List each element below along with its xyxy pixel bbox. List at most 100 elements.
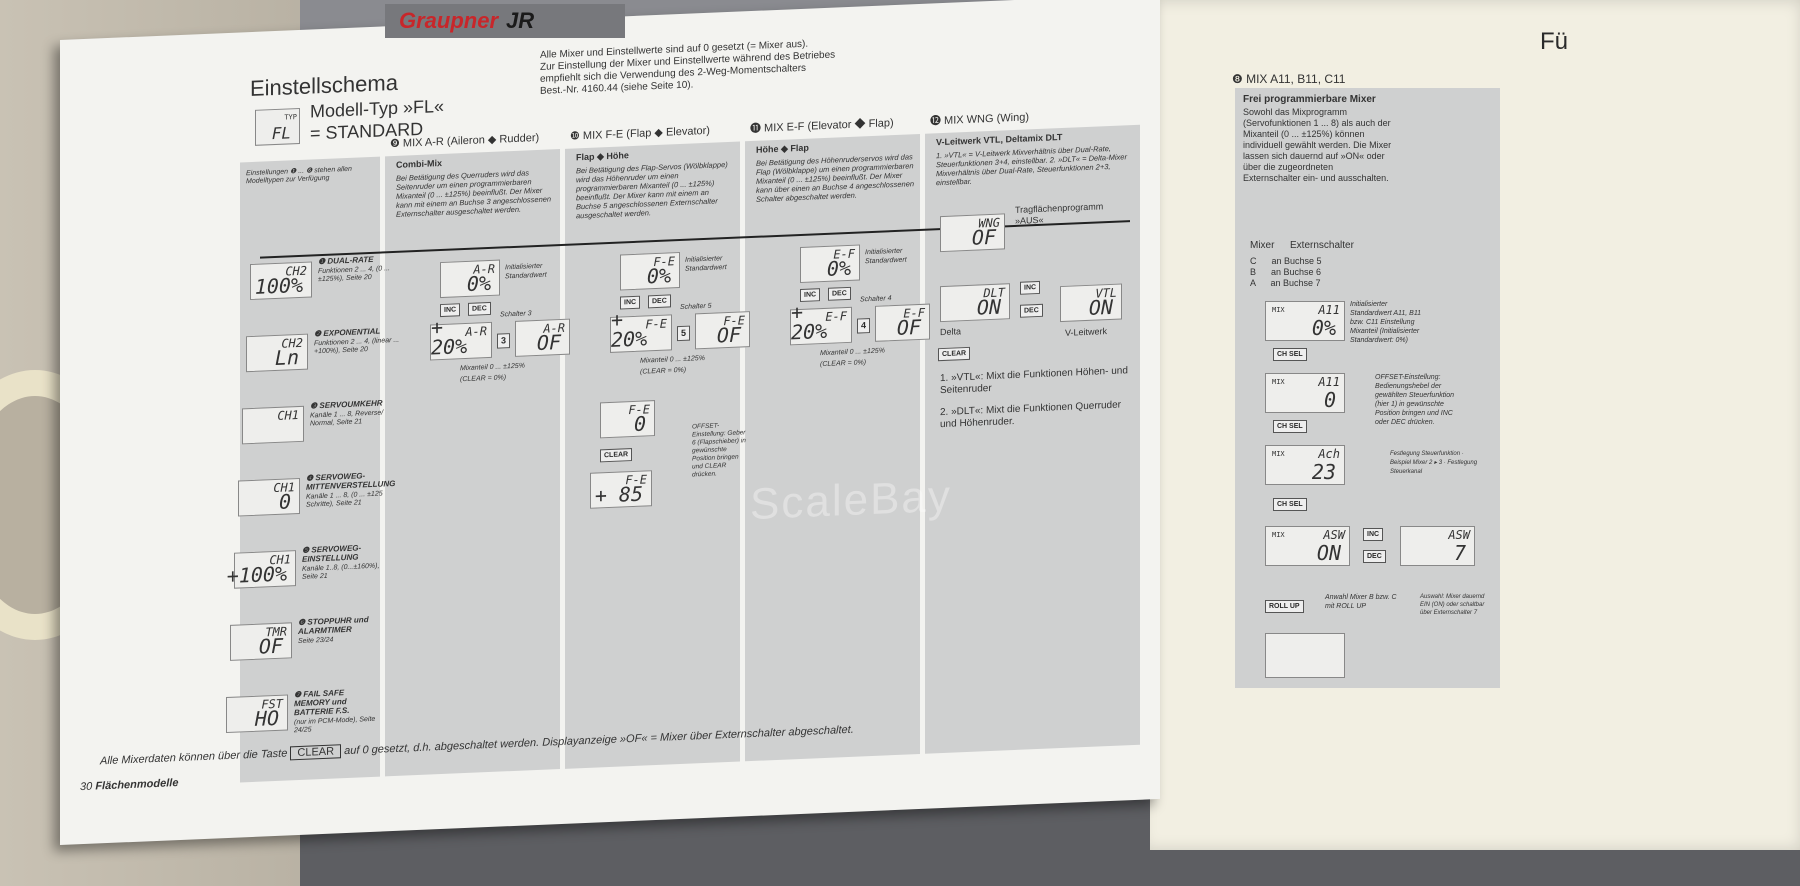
lcd-value: + 20%	[431, 314, 468, 360]
dec-button[interactable]: DEC	[828, 286, 851, 301]
graupner-logo: Graupner JR	[385, 4, 625, 38]
section-text: Bei Betätigung des Querruders wird das S…	[396, 168, 552, 219]
lcd-display: A-R+ 20%	[430, 315, 492, 361]
dec-button[interactable]: DEC	[1020, 303, 1043, 318]
lcd-display: CH1+100%	[227, 550, 296, 589]
inc-button[interactable]: INC	[440, 303, 461, 318]
note: Einstellungen ❶ ... ❻ stehen allen Model…	[246, 165, 352, 186]
rollup-button[interactable]: ROLL UP	[1265, 600, 1304, 613]
init-label: Initialisierter Standardwert	[505, 262, 547, 281]
corner-text: Fü	[1540, 28, 1569, 55]
dec-button[interactable]: DEC	[648, 294, 671, 309]
clear-note: (CLEAR = 0%)	[820, 359, 867, 369]
section-sub: Flap ◆ Höhe	[576, 150, 629, 163]
section-text: Bei Betätigung des Flap-Servos (Wölbklap…	[576, 160, 728, 221]
section-head: ❿ MIX F-E (Flap ◆ Elevator)	[570, 124, 710, 143]
setting-desc: Kanäle 1 ... 8, (0 ... ±125 Schritte), S…	[306, 490, 383, 509]
note: Anwahl Mixer B bzw. C mit ROLL UP	[1325, 594, 1397, 610]
setting-label: ❺ SERVOWEG-EINSTELLUNG	[302, 543, 362, 564]
inc-button[interactable]: INC	[800, 288, 821, 302]
label: V-Leitwerk	[1065, 326, 1108, 338]
setting-label: ❹ SERVOWEG-MITTENVERSTELLUNG	[306, 471, 396, 492]
clear-note: (CLEAR = 0%)	[640, 366, 687, 376]
clear-button[interactable]: CLEAR	[938, 346, 971, 362]
lcd-display: F-E+ 20%	[610, 307, 672, 353]
lcd-display: E-F+ 20%	[790, 300, 852, 346]
chsel-button[interactable]: CH SEL	[1273, 420, 1307, 433]
offset-note: OFFSET-Einstellung: Geber 6 (Flapschiebe…	[692, 422, 746, 479]
clear-button[interactable]: CLEAR	[600, 448, 633, 463]
note: Initialisierter Standardwert A11, B11 bz…	[1350, 301, 1422, 344]
watermark: ScaleBay	[750, 471, 952, 530]
intro-text: Alle Mixer und Einstellwerte sind auf 0 …	[540, 38, 836, 97]
dec-button[interactable]: DEC	[468, 301, 491, 316]
page-title: Einstellschema	[250, 69, 398, 102]
switch-label: Schalter 3	[500, 310, 532, 319]
lcd-value: OF	[258, 633, 283, 659]
setting-label: ❻ STOPPUHR und ALARMTIMER	[298, 615, 369, 637]
label: Delta	[940, 326, 962, 338]
mix-panel: Frei programmierbare Mixer Sowohl das Mi…	[1235, 88, 1500, 688]
inc-button[interactable]: INC	[1020, 280, 1041, 295]
lcd-value: OF	[716, 322, 741, 348]
note: Tragflächenprogramm »AUS«	[1015, 201, 1104, 226]
switch-label: Schalter 5	[680, 302, 712, 312]
note: OFFSET-Einstellung: Bedienungshebel der …	[1375, 374, 1454, 426]
lcd-display: CH1	[242, 405, 304, 445]
lcd-value: 0%	[466, 270, 491, 296]
lcd-value: HO	[254, 705, 279, 731]
section-sub: Höhe ◆ Flap	[756, 142, 809, 155]
lcd-value: 0	[633, 411, 646, 436]
page-footer: 30 Flächenmodelle	[80, 777, 179, 794]
lcd-value: 0	[278, 489, 291, 514]
chsel-button[interactable]: CH SEL	[1273, 498, 1307, 511]
logo-brand: Graupner	[399, 8, 499, 33]
lcd-value: OF	[536, 330, 561, 356]
note: Auswahl: Mixer dauernd EIN (ON) oder sch…	[1420, 594, 1485, 616]
lcd-value: + 20%	[791, 299, 828, 345]
table-head: Mixer	[1250, 240, 1275, 251]
init-label: Initialisierter Standardwert	[865, 247, 907, 266]
subtitle: Modell-Typ »FL«	[310, 95, 445, 122]
right-page: Fü ❽ MIX A11, B11, C11 Frei programmierb…	[1150, 0, 1800, 850]
lcd-value: + 20%	[611, 307, 648, 352]
lcd-display	[1265, 633, 1345, 678]
section-head: ❽ MIX A11, B11, C11	[1232, 72, 1346, 86]
lcd-top: CH1	[277, 407, 299, 423]
lcd-value: +100%	[226, 561, 287, 589]
switch-box: 4	[857, 318, 871, 334]
section-head: ⓫ MIX E-F (Elevator ◆ Flap)	[750, 117, 894, 136]
setting-label: ❼ FAIL SAFE MEMORY und BATTERIE F.S.	[294, 688, 350, 718]
section-text: Sowohl das Mixprogramm (Servofunktionen …	[1243, 107, 1392, 183]
mix-ef-panel	[745, 133, 920, 762]
section-text: Bei Betätigung des Höhenruderservos wird…	[756, 152, 915, 204]
inc-button[interactable]: INC	[620, 295, 641, 310]
setting-block: ❼ FAIL SAFE MEMORY und BATTERIE F.S.(nur…	[294, 687, 382, 736]
lcd-value: 0%	[646, 263, 671, 289]
switch-box: 3	[497, 333, 511, 349]
note: Festlegung Steuerfunktion · Beispiel Mix…	[1390, 451, 1478, 475]
dec-button[interactable]: DEC	[1363, 550, 1386, 563]
section-sub: Frei programmierbare Mixer	[1243, 94, 1376, 105]
chsel-button[interactable]: CH SEL	[1273, 348, 1307, 361]
inc-button[interactable]: INC	[1363, 528, 1384, 541]
logo-suffix: JR	[506, 8, 535, 33]
